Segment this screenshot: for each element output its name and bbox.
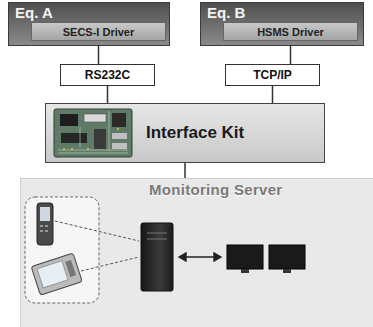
node-label: Eq. B <box>207 4 245 21</box>
circuit-board-picture <box>52 105 136 161</box>
node-label: TCP/IP <box>253 68 292 82</box>
equipment-box: Eq. B HSMS Driver <box>200 2 364 46</box>
node-label: Monitoring Server <box>149 181 282 198</box>
driver-bar: SECS-I Driver <box>31 22 166 41</box>
interface-port-box: RS232C <box>60 64 155 86</box>
node-label: SECS-I Driver <box>63 26 135 38</box>
interface-port-box: TCP/IP <box>225 64 320 86</box>
interface-kit-box: Interface Kit <box>45 103 325 163</box>
connector-line <box>107 86 108 103</box>
connector-line <box>272 86 273 103</box>
node-label: Eq. A <box>15 4 53 21</box>
node-label: RS232C <box>85 68 130 82</box>
driver-bar: HSMS Driver <box>223 22 358 41</box>
monitoring-server-panel: Monitoring Server <box>20 178 373 327</box>
monitoring-illustration <box>21 179 373 327</box>
node-label: Interface Kit <box>146 123 244 143</box>
connector-line <box>185 163 186 178</box>
equipment-box: Eq. A SECS-I Driver <box>8 2 170 46</box>
node-label: HSMS Driver <box>257 26 324 38</box>
